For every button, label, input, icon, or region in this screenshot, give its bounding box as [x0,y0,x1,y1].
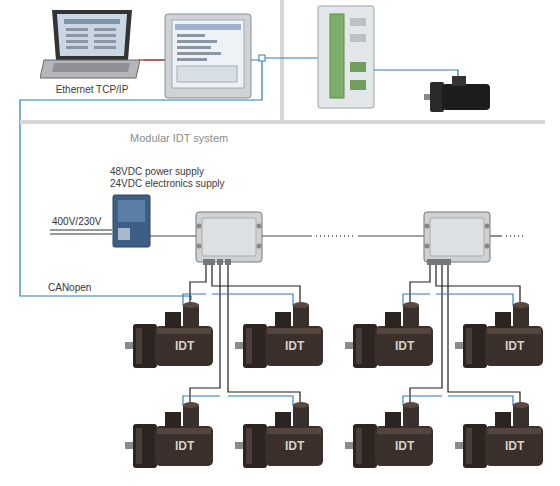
supply-label: 24VDC electronics supply [110,178,250,190]
motor-symbol [345,400,435,476]
idt-motor: IDT [345,300,435,376]
laptop-station: Ethernet TCP/IP [40,10,144,100]
supply-label: 48VDC power supply [110,166,250,178]
idt-motor: IDT [455,400,545,476]
network-node [259,55,265,61]
motor-symbol [345,300,435,376]
voltage-label: 400V/230V [52,216,102,227]
servo-motor [424,76,490,112]
section-title: Modular IDT system [130,132,228,144]
motor-label: IDT [285,339,304,353]
touch-panel [165,14,251,98]
motor-symbol [235,300,325,376]
laptop-symbol [40,10,140,80]
idt-motor: IDT [125,400,215,476]
motor-symbol [455,300,545,376]
ethernet-cable [138,59,168,60]
motor-symbol [455,400,545,476]
motor-label: IDT [175,439,194,453]
motor-symbol [235,400,325,476]
power-supply: 48VDC power supply24VDC electronics supp… [110,166,250,250]
motor-label: IDT [395,339,414,353]
motor-symbol [125,300,215,376]
network-label: Ethernet TCP/IP [40,84,144,95]
motor-label: IDT [505,339,524,353]
motor-label: IDT [285,439,304,453]
junction-box [424,212,490,265]
network-line [265,57,318,58]
servo-drive [318,6,374,108]
motor-label: IDT [175,339,194,353]
motor-label: IDT [395,439,414,453]
motor-cables [190,265,520,404]
idt-motor: IDT [455,300,545,376]
bus-label: CANopen [48,282,91,293]
idt-motor: IDT [235,400,325,476]
can-bus-loops [183,294,513,406]
idt-motor: IDT [125,300,215,376]
separator-lines [20,0,545,122]
idt-motor: IDT [345,400,435,476]
idt-motor: IDT [235,300,325,376]
junction-box [196,212,262,265]
power-supply-cabinet [112,194,152,248]
mains-line [50,230,112,234]
motor-label: IDT [505,439,524,453]
motor-symbol [125,400,215,476]
motor-cable [374,70,458,84]
